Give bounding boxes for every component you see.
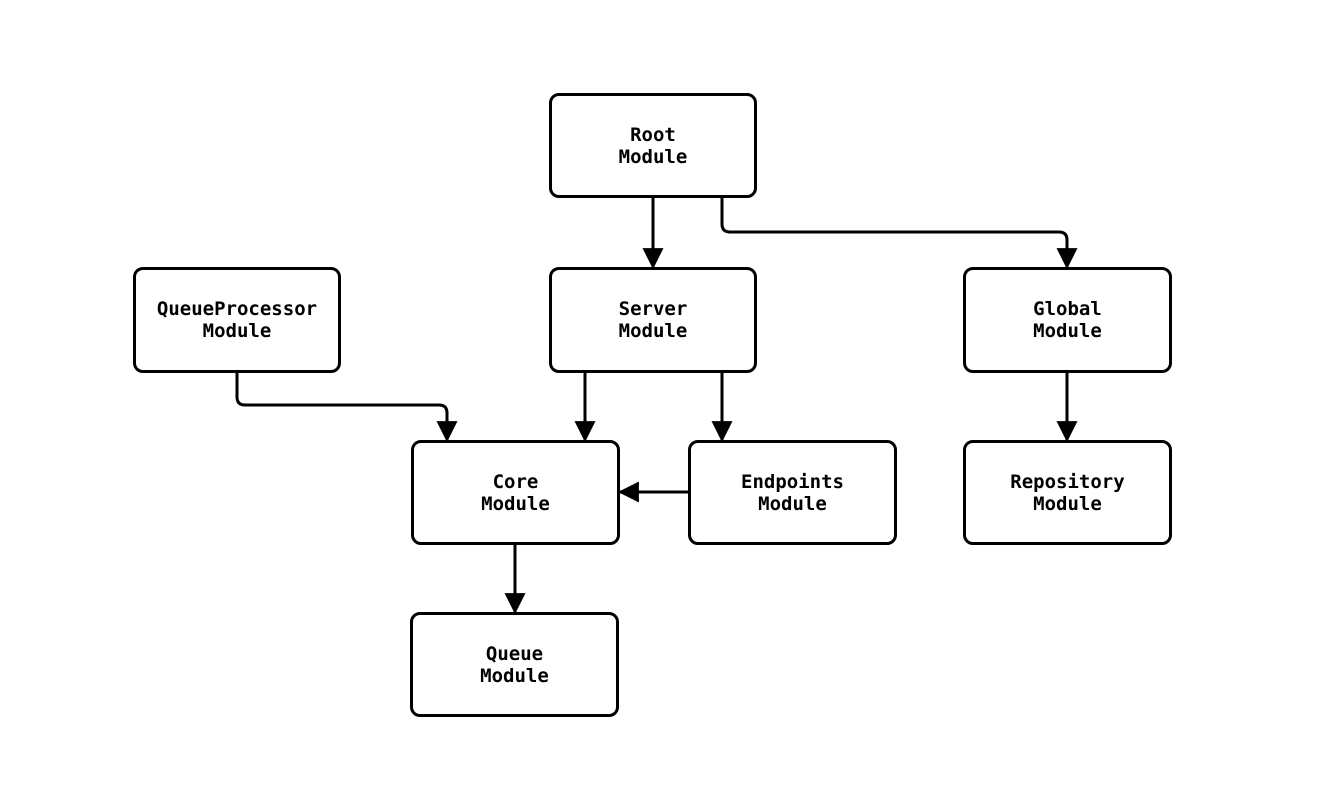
node-label: Queue: [485, 642, 544, 665]
node-label: Server: [618, 298, 688, 320]
node-label: Core: [492, 470, 539, 493]
node-label: Repository: [1010, 470, 1125, 493]
node-label: Module: [1033, 492, 1102, 515]
node-label: Module: [480, 664, 549, 687]
node-label: Module: [481, 492, 550, 515]
node-label: Module: [202, 320, 272, 342]
node-label: Module: [618, 145, 688, 168]
node-label: Module: [758, 492, 827, 515]
node-label: Endpoints: [741, 470, 844, 493]
node-label: Module: [618, 320, 688, 342]
node-label: Module: [1033, 320, 1102, 342]
node-label: QueueProcessor: [156, 298, 318, 320]
node-label: Root: [630, 123, 676, 146]
node-label: Global: [1033, 298, 1102, 320]
